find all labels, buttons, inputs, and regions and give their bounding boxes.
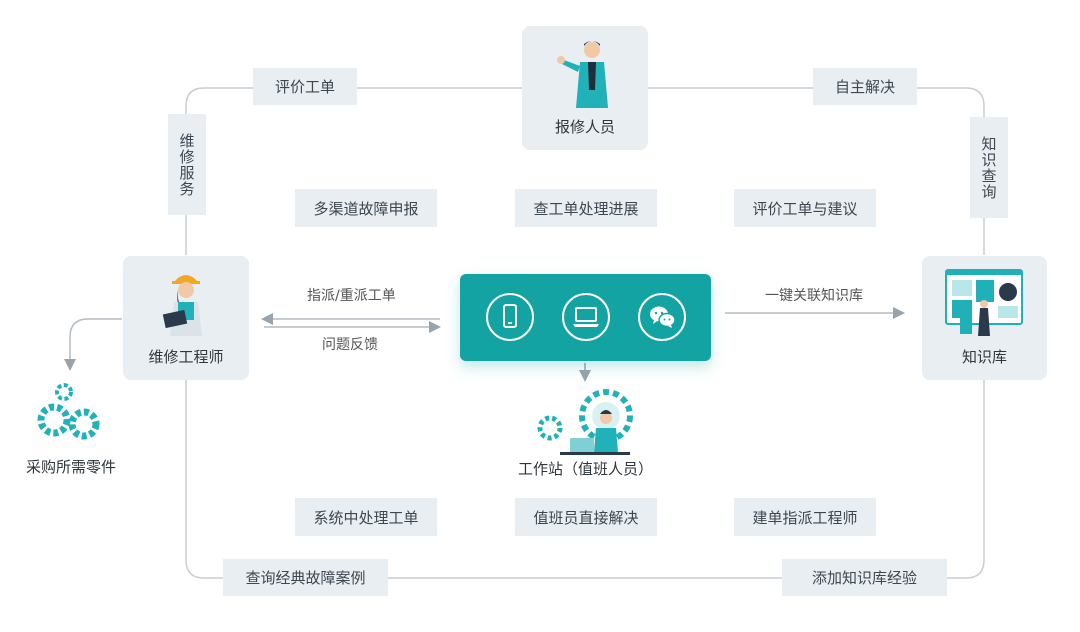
self-resolve-label: 自主解决 xyxy=(813,68,917,105)
knowledge-base-card[interactable]: 知识库 xyxy=(922,256,1047,380)
wechat-icon[interactable] xyxy=(638,293,686,341)
reporter-label: 报修人员 xyxy=(554,118,615,136)
reporter-card[interactable]: 报修人员 xyxy=(522,26,648,150)
multi-channel-label: 多渠道故障申报 xyxy=(295,189,437,227)
phone-icon[interactable] xyxy=(486,293,534,341)
laptop-icon[interactable] xyxy=(562,293,610,341)
feedback-edge-label: 问题反馈 xyxy=(322,337,378,353)
knowledge-base-icon xyxy=(945,269,1023,336)
evaluate-order-label: 评价工单 xyxy=(253,68,357,105)
query-cases-label: 查询经典故障案例 xyxy=(223,559,388,596)
engineer-person-icon xyxy=(162,275,202,336)
workstation-illustration xyxy=(537,389,633,455)
link-kb-edge-label: 一键关联知识库 xyxy=(765,288,863,304)
repair-service-label: 维修服务 xyxy=(168,114,206,215)
parts-label: 采购所需零件 xyxy=(26,458,117,476)
gears-icon xyxy=(37,383,100,440)
create-assign-label: 建单指派工程师 xyxy=(734,498,876,536)
evaluate-suggest-label: 评价工单与建议 xyxy=(734,189,876,227)
knowledge-query-label: 知识查询 xyxy=(970,117,1008,218)
check-progress-label: 查工单处理进展 xyxy=(515,189,657,227)
engineer-label: 维修工程师 xyxy=(148,348,224,366)
service-platform-hub[interactable] xyxy=(460,274,711,361)
reporter-person-icon xyxy=(557,41,608,108)
knowledge-base-label: 知识库 xyxy=(961,348,1007,366)
add-experience-label: 添加知识库经验 xyxy=(782,559,947,596)
engineer-card[interactable]: 维修工程师 xyxy=(123,256,249,380)
system-process-label: 系统中处理工单 xyxy=(295,498,437,536)
assign-edge-label: 指派/重派工单 xyxy=(307,288,396,304)
workstation-label: 工作站（值班人员） xyxy=(518,460,654,478)
duty-resolve-label: 值班员直接解决 xyxy=(515,498,657,536)
